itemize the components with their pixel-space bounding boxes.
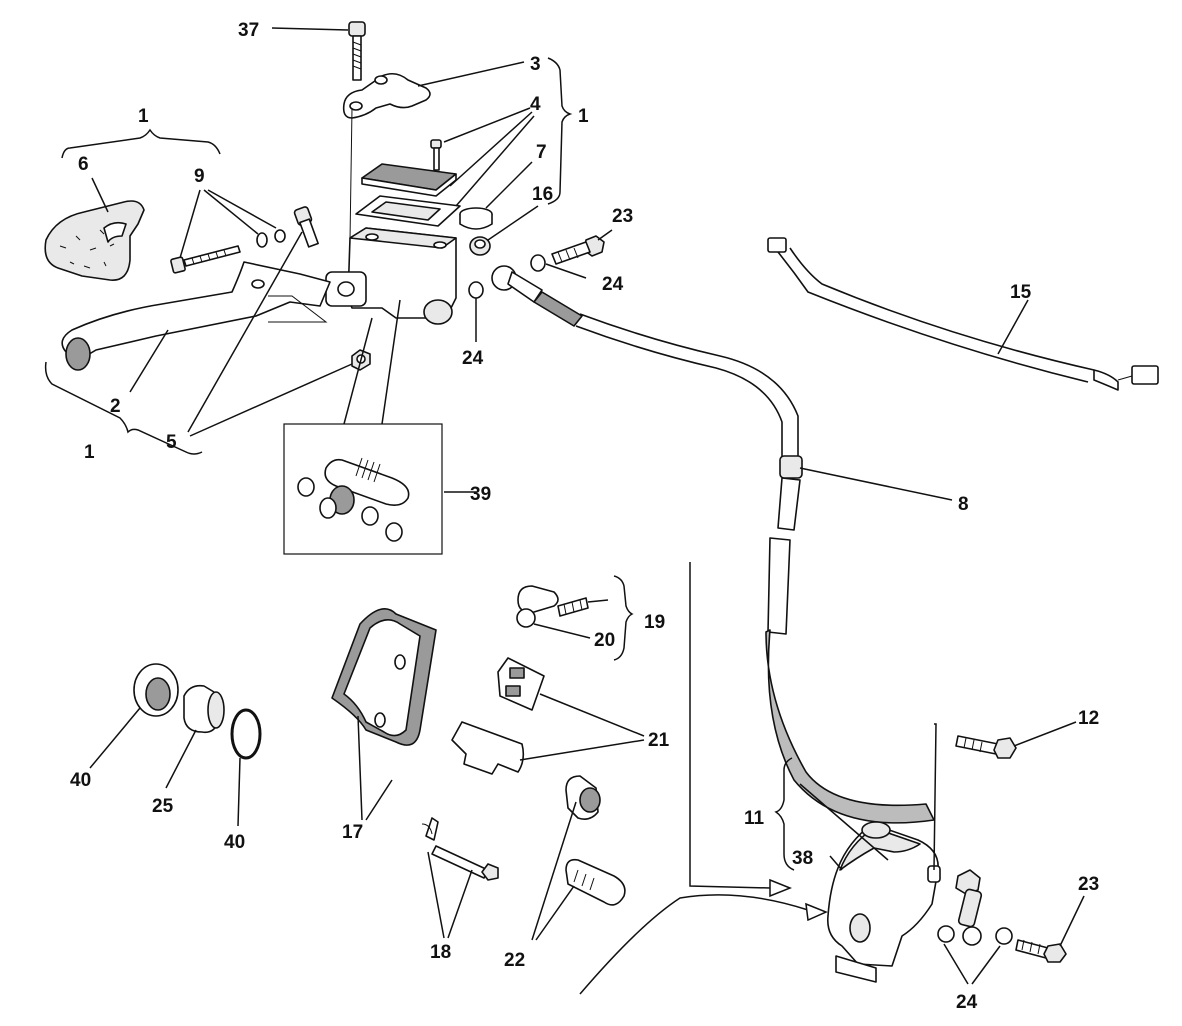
callout-6: 6 bbox=[78, 154, 89, 175]
callout-labels: 1 1 1 2 3 4 5 6 7 8 9 11 12 15 16 17 18 … bbox=[70, 20, 1099, 1013]
part-caliper-11 bbox=[826, 821, 1067, 983]
callout-24-top: 24 bbox=[602, 274, 624, 295]
callout-5: 5 bbox=[166, 432, 177, 453]
callout-7: 7 bbox=[536, 142, 547, 163]
callout-38: 38 bbox=[792, 848, 813, 869]
leader-lines bbox=[89, 27, 1085, 995]
callout-8: 8 bbox=[958, 494, 969, 515]
callout-21: 21 bbox=[648, 730, 670, 751]
callout-22: 22 bbox=[504, 950, 525, 971]
callout-9: 9 bbox=[194, 166, 205, 187]
callout-1-right: 1 bbox=[578, 106, 589, 127]
part-reservoir-cover bbox=[355, 163, 461, 227]
part-master-cylinder bbox=[325, 107, 457, 325]
part-piston-seal-40-right bbox=[230, 708, 262, 760]
callout-12: 12 bbox=[1078, 708, 1099, 729]
callout-23-bottom: 23 bbox=[1078, 874, 1099, 895]
bracket-marks bbox=[44, 57, 795, 871]
callout-18: 18 bbox=[430, 942, 451, 963]
callout-24-bottom: 24 bbox=[956, 992, 978, 1013]
callout-39: 39 bbox=[470, 484, 491, 505]
part-bleeder-19 bbox=[516, 585, 589, 628]
callout-24-mid: 24 bbox=[462, 348, 484, 369]
part-bolt-12 bbox=[955, 735, 1017, 759]
callout-20: 20 bbox=[594, 630, 615, 651]
part-screw-9 bbox=[170, 229, 286, 274]
part-hose-8 bbox=[491, 265, 935, 824]
part-screw-4 bbox=[430, 139, 442, 171]
callout-11: 11 bbox=[744, 808, 765, 829]
part-banjo-bolt-23-top bbox=[468, 235, 605, 299]
callout-2: 2 bbox=[110, 396, 121, 417]
callout-16: 16 bbox=[532, 184, 553, 205]
part-pad-spring-21 bbox=[451, 657, 545, 775]
part-piston-25 bbox=[183, 684, 225, 734]
part-lever-guard-6 bbox=[44, 200, 145, 281]
part-bolt-37 bbox=[348, 21, 366, 81]
callout-37: 37 bbox=[238, 20, 259, 41]
callout-40-right: 40 bbox=[224, 832, 245, 853]
part-brake-pad-17 bbox=[331, 608, 437, 746]
part-lever-2 bbox=[61, 261, 331, 371]
callout-19: 19 bbox=[644, 612, 665, 633]
callout-17: 17 bbox=[342, 822, 363, 843]
callout-1-top: 1 bbox=[138, 106, 149, 127]
part-cap-7 bbox=[459, 207, 493, 230]
part-switch-cable-15 bbox=[767, 237, 1159, 391]
part-piston-seal-40-left bbox=[133, 663, 179, 717]
part-boot-22 bbox=[565, 775, 626, 906]
part-pin-18 bbox=[421, 817, 499, 881]
callout-3: 3 bbox=[530, 54, 541, 75]
part-nut-16 bbox=[469, 236, 491, 256]
callout-23-top: 23 bbox=[612, 206, 633, 227]
callout-1-left: 1 bbox=[84, 442, 95, 463]
callout-25: 25 bbox=[152, 796, 174, 817]
callout-4: 4 bbox=[530, 94, 541, 115]
callout-40-left: 40 bbox=[70, 770, 91, 791]
callout-15: 15 bbox=[1010, 282, 1032, 303]
part-piston-kit-39 bbox=[283, 423, 443, 555]
